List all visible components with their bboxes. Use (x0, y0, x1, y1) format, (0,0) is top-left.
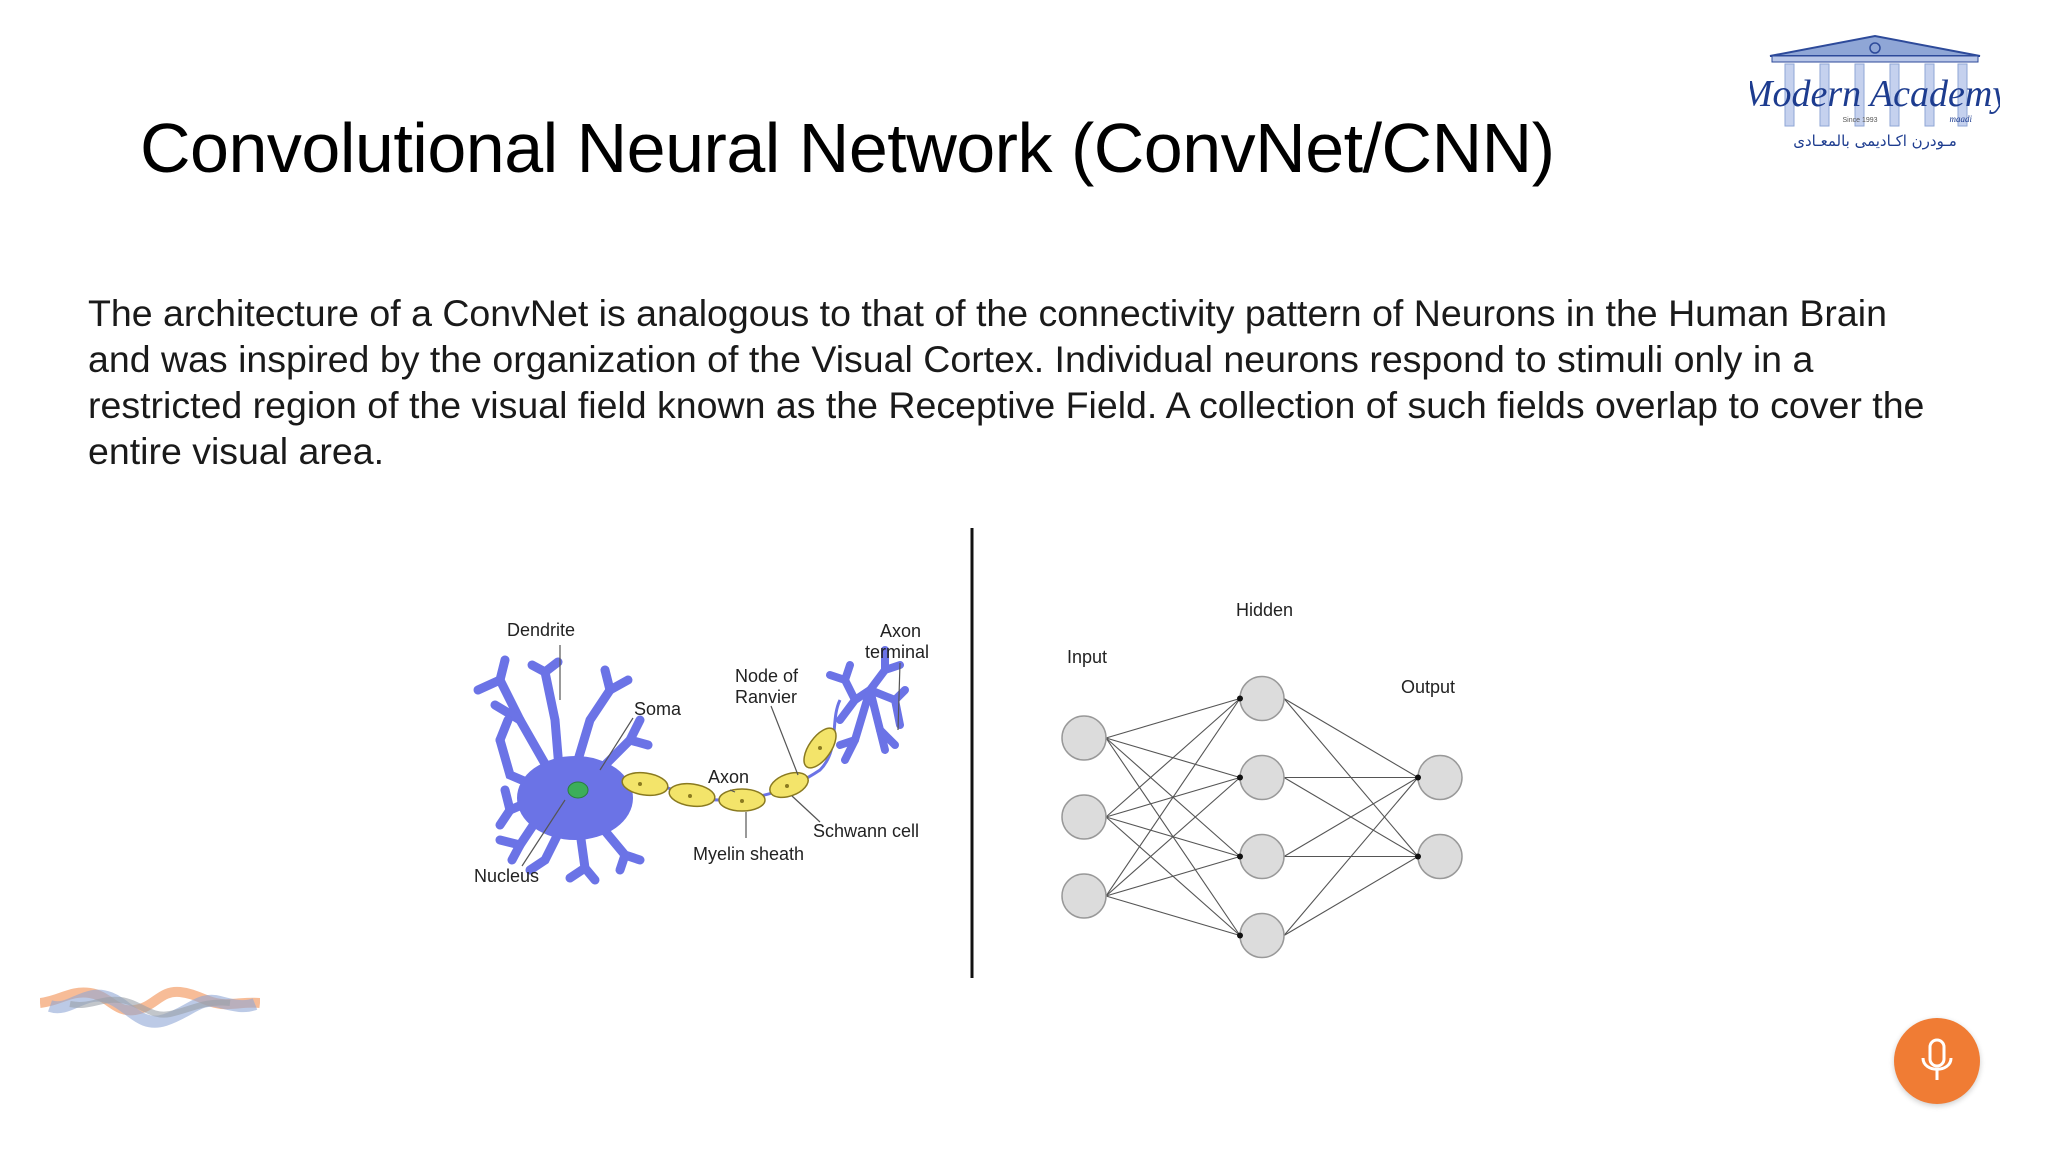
label-nucleus: Nucleus (474, 866, 539, 886)
label-node-of-ranvier-2: Ranvier (735, 687, 797, 707)
hidden-node (1239, 912, 1285, 959)
microphone-icon (1921, 1038, 1953, 1080)
input-node (1061, 873, 1107, 919)
label-soma: Soma (634, 699, 682, 719)
label-node-of-ranvier-1: Node of (735, 666, 799, 686)
network-edge (1283, 698, 1419, 778)
hidden-node (1239, 833, 1285, 880)
label-schwann-cell: Schwann cell (813, 821, 919, 841)
arrow-dot (1237, 774, 1243, 781)
label-output: Output (1401, 677, 1455, 697)
network-edge (1105, 698, 1241, 818)
arrow-dot (1415, 774, 1421, 781)
slide-title: Convolutional Neural Network (ConvNet/CN… (140, 109, 1555, 187)
slide-body: The architecture of a ConvNet is analogo… (88, 290, 2018, 474)
artificial-network-diagram: Input Hidden Output (1061, 600, 1463, 959)
nucleus (567, 781, 589, 799)
logo-arabic: مـودرن اكـاديمى بالمعـادى (1793, 132, 1957, 150)
logo-since: Since 1993 (1842, 117, 1877, 124)
network-edge (1105, 895, 1241, 937)
logo-name: Modern Academy (1750, 73, 2000, 115)
arrow-dot (1237, 853, 1243, 860)
network-edge (1283, 777, 1419, 857)
hidden-node (1239, 754, 1285, 801)
network-edge (1283, 856, 1419, 936)
network-edge (1283, 777, 1419, 936)
sound-wave-decoration (40, 986, 260, 1028)
output-node (1417, 833, 1463, 880)
body-line: The architecture of a ConvNet is analogo… (88, 292, 1887, 334)
input-node (1061, 794, 1107, 840)
network-edge (1105, 698, 1241, 897)
label-input: Input (1067, 647, 1107, 667)
microphone-button[interactable] (1894, 1018, 1980, 1104)
body-line: entire visual area. (88, 430, 384, 472)
body-line: and was inspired by the organization of … (88, 338, 1814, 380)
body-line: restricted region of the visual field kn… (88, 384, 1925, 426)
output-node (1417, 754, 1463, 801)
hidden-node (1239, 675, 1285, 722)
arrow-dot (1237, 695, 1243, 702)
network-edge (1105, 697, 1241, 739)
network-edge (1105, 855, 1241, 897)
arrow-dot (1415, 853, 1421, 860)
modern-academy-logo: Modern Academy Since 1993 maadi مـودرن ا… (1750, 34, 2000, 150)
label-axon-terminal-2: terminal (865, 642, 929, 662)
label-myelin-sheath: Myelin sheath (693, 844, 804, 864)
network-edge (1105, 777, 1241, 897)
label-dendrite: Dendrite (507, 620, 575, 640)
arrow-dot (1237, 932, 1243, 939)
axon-terminal (826, 646, 909, 764)
biological-neuron-diagram: Dendrite Soma Nucleus Axon Node of Ranvi… (473, 620, 929, 886)
logo-place: maadi (1950, 114, 1973, 124)
input-node (1061, 715, 1107, 761)
label-hidden: Hidden (1236, 600, 1293, 620)
label-axon-terminal-1: Axon (880, 621, 921, 641)
label-axon: Axon (708, 767, 749, 787)
